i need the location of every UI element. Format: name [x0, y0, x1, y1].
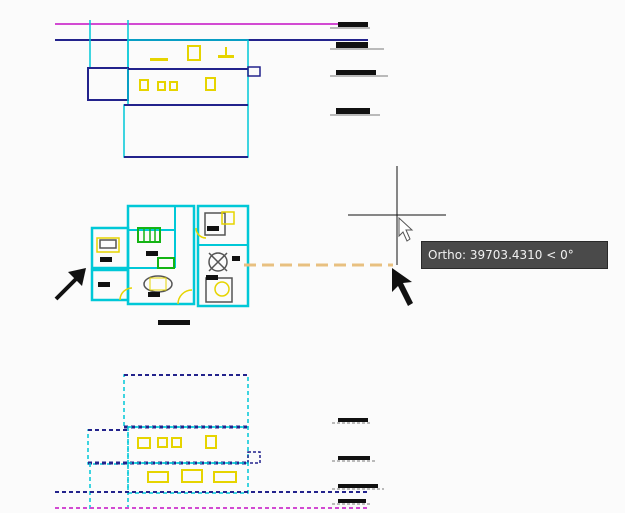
- floor-plan: [90, 204, 393, 325]
- elevation-top: [55, 20, 388, 158]
- annotation-arrow-icon: [54, 268, 86, 301]
- elevation-bottom: [55, 374, 384, 510]
- arrow-pointer-icon: [392, 268, 413, 306]
- ortho-tooltip-text: Ortho: 39703.4310 < 0°: [428, 248, 574, 262]
- ortho-tooltip: Ortho: 39703.4310 < 0°: [421, 241, 608, 269]
- crosshair-cursor-icon: [348, 166, 446, 265]
